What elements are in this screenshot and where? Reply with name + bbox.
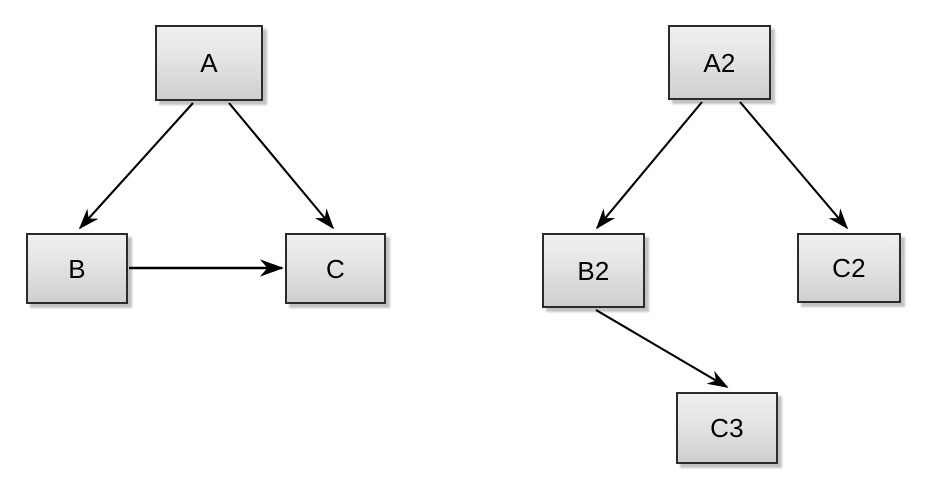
- edge-A-to-C: [228, 102, 335, 230]
- node-C3[interactable]: C3: [676, 392, 778, 464]
- edge-A2-to-C2: [739, 101, 849, 230]
- node-B2[interactable]: B2: [542, 233, 645, 308]
- node-A[interactable]: A: [155, 25, 263, 101]
- node-C[interactable]: C: [285, 233, 386, 304]
- edge-A-to-B: [78, 102, 194, 230]
- node-B-label: B: [68, 253, 86, 284]
- node-C2-label: C2: [832, 253, 866, 283]
- edge-A2-to-B2: [595, 101, 703, 230]
- node-C-label: C: [326, 253, 345, 284]
- node-C3-label: C3: [710, 413, 744, 443]
- node-A2-label: A2: [703, 47, 736, 78]
- node-C2[interactable]: C2: [797, 233, 901, 303]
- node-B2-label: B2: [577, 255, 610, 286]
- node-A2[interactable]: A2: [668, 25, 771, 100]
- node-A-label: A: [200, 48, 218, 78]
- edge-B2-to-C3: [595, 309, 729, 388]
- node-B[interactable]: B: [26, 233, 128, 304]
